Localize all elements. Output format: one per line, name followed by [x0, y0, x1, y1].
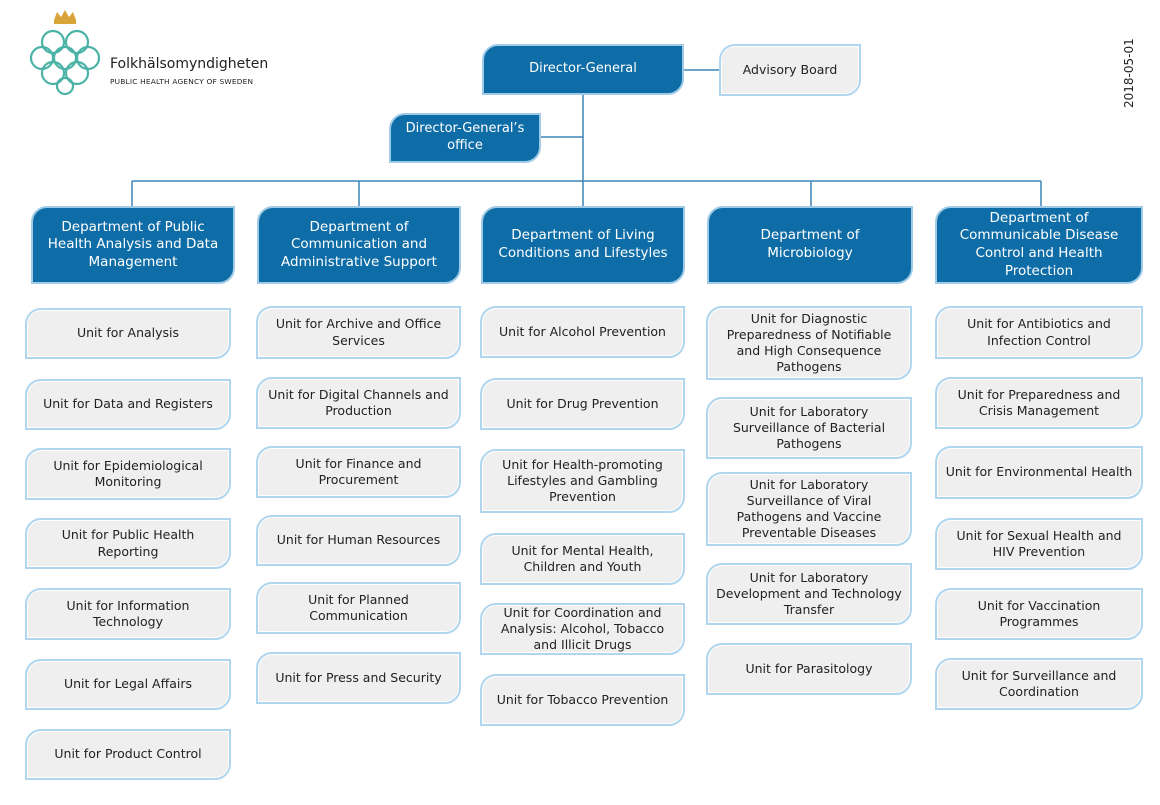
agency-name: Folkhälsomyndigheten — [110, 56, 269, 72]
unit-box: Unit for Laboratory Development and Tech… — [706, 563, 912, 625]
unit-box: Unit for Press and Security — [256, 652, 461, 704]
unit-box: Unit for Public Health Reporting — [25, 518, 231, 569]
unit-box: Unit for Surveillance and Coordination — [935, 658, 1143, 710]
unit-box: Unit for Information Technology — [25, 588, 231, 640]
unit-box: Unit for Laboratory Surveillance of Bact… — [706, 397, 912, 459]
unit-box: Unit for Environmental Health — [935, 446, 1143, 499]
unit-box: Unit for Drug Prevention — [480, 378, 685, 430]
unit-box: Unit for Product Control — [25, 729, 231, 780]
unit-box: Unit for Sexual Health and HIV Preventio… — [935, 518, 1143, 570]
unit-box: Unit for Legal Affairs — [25, 659, 231, 710]
unit-box: Unit for Analysis — [25, 308, 231, 359]
unit-box: Unit for Diagnostic Preparedness of Noti… — [706, 306, 912, 380]
unit-box: Unit for Finance and Procurement — [256, 446, 461, 498]
unit-box: Unit for Parasitology — [706, 643, 912, 695]
unit-box: Unit for Digital Channels and Production — [256, 377, 461, 429]
unit-box: Unit for Alcohol Prevention — [480, 306, 685, 358]
unit-box: Unit for Tobacco Prevention — [480, 674, 685, 726]
unit-box: Unit for Planned Communication — [256, 582, 461, 634]
agency-subtitle: PUBLIC HEALTH AGENCY OF SWEDEN — [110, 77, 254, 86]
unit-box: Unit for Epidemiological Monitoring — [25, 448, 231, 500]
unit-box: Unit for Mental Health, Children and You… — [480, 533, 685, 585]
advisory-board-box: Advisory Board — [719, 44, 861, 96]
department-header: Department of Microbiology — [707, 206, 913, 284]
department-header: Department of Living Conditions and Life… — [481, 206, 685, 284]
department-header: Department of Communication and Administ… — [257, 206, 461, 284]
dg-office-box: Director-General’s office — [389, 113, 541, 163]
unit-box: Unit for Data and Registers — [25, 379, 231, 430]
heart-emblem-icon — [29, 10, 101, 96]
unit-box: Unit for Coordination and Analysis: Alco… — [480, 603, 685, 655]
unit-box: Unit for Laboratory Surveillance of Vira… — [706, 472, 912, 546]
department-header: Department of Public Health Analysis and… — [31, 206, 235, 284]
unit-box: Unit for Antibiotics and Infection Contr… — [935, 306, 1143, 359]
unit-box: Unit for Health-promoting Lifestyles and… — [480, 449, 685, 513]
unit-box: Unit for Vaccination Programmes — [935, 588, 1143, 640]
director-general-box: Director-General — [482, 44, 684, 95]
unit-box: Unit for Preparedness and Crisis Managem… — [935, 377, 1143, 429]
unit-box: Unit for Archive and Office Services — [256, 306, 461, 359]
agency-logo: Folkhälsomyndigheten PUBLIC HEALTH AGENC… — [24, 6, 324, 96]
department-header: Department of Communicable Disease Contr… — [935, 206, 1143, 284]
unit-box: Unit for Human Resources — [256, 515, 461, 566]
